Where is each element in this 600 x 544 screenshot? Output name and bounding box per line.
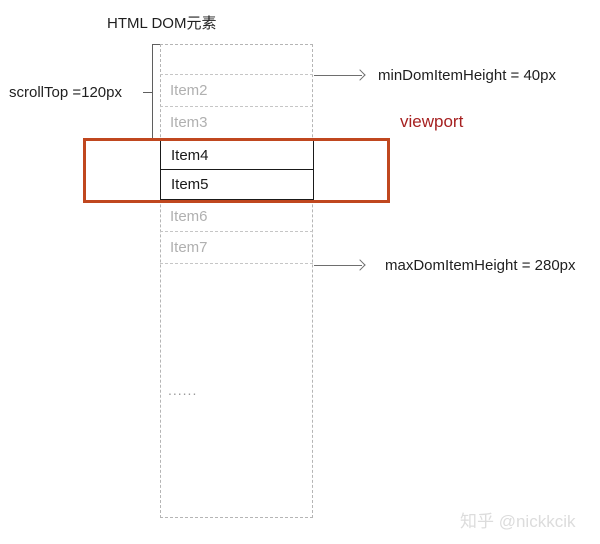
- list-item-7: Item7: [160, 232, 313, 264]
- min-dom-item-height-label: minDomItemHeight = 40px: [378, 67, 556, 84]
- scrolltop-tick: [143, 92, 152, 93]
- list-item-1-empty: [160, 44, 313, 75]
- max-height-arrow-line: [314, 265, 362, 266]
- max-dom-item-height-label: maxDomItemHeight = 280px: [385, 257, 576, 274]
- rendered-items-box: Item4 Item5: [160, 140, 314, 200]
- more-items-ellipsis: ......: [168, 382, 198, 398]
- list-item-5: Item5: [161, 170, 313, 199]
- arrow-right-icon: [354, 259, 366, 271]
- scrolltop-bracket-line: [152, 44, 153, 138]
- watermark: 知乎 @nickkcik: [460, 512, 576, 531]
- list-item-6: Item6: [160, 202, 313, 232]
- viewport-rect: [83, 138, 390, 203]
- viewport-label: viewport: [400, 112, 464, 131]
- dom-list-box: [160, 44, 313, 518]
- scrolltop-bracket-top: [152, 44, 160, 45]
- list-item-3: Item3: [170, 114, 208, 131]
- list-item-2: Item2: [160, 75, 313, 107]
- arrow-right-icon: [354, 69, 366, 81]
- list-item-4: Item4: [161, 141, 313, 170]
- diagram-title: HTML DOM元素: [107, 15, 217, 32]
- scrolltop-label: scrollTop =120px: [9, 84, 122, 101]
- min-height-arrow-line: [314, 75, 362, 76]
